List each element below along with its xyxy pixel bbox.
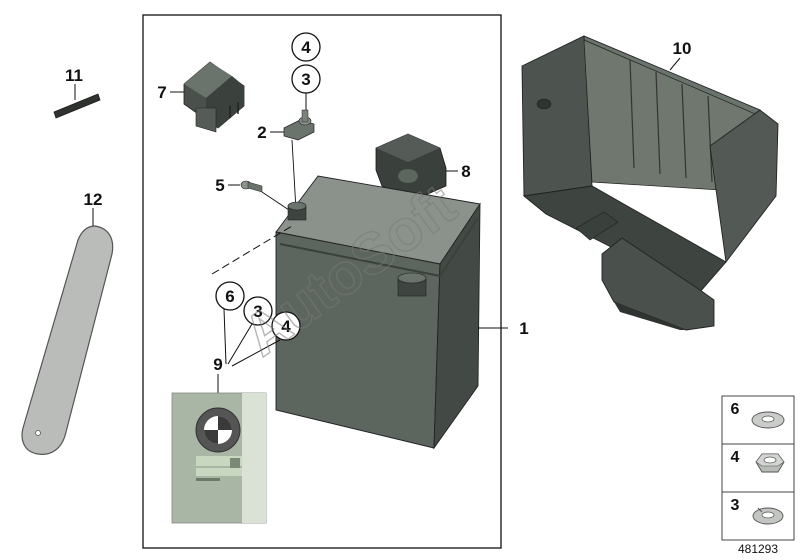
label-3-top: 3 (301, 70, 310, 89)
label-7: 7 (157, 83, 166, 102)
label-11: 11 (65, 66, 83, 85)
callout-4-top (291, 32, 321, 62)
label-3-bottom: 3 (253, 302, 262, 321)
screw-part[interactable] (240, 180, 263, 193)
label-10: 10 (673, 39, 692, 58)
strap-part[interactable] (21, 225, 114, 455)
assembly-guide-line (211, 225, 293, 275)
terminal-clamp-part[interactable] (283, 109, 315, 141)
reference-number: 481293 (738, 542, 778, 556)
callout-4-bottom (271, 311, 301, 341)
hex-nut-icon (755, 453, 785, 473)
battery-part[interactable] (275, 175, 481, 450)
label-1: 1 (519, 319, 528, 338)
label-2: 2 (257, 123, 266, 142)
terminal-cap-part[interactable] (375, 133, 447, 201)
label-9: 9 (213, 355, 222, 374)
label-6: 6 (225, 287, 234, 306)
callout-3-bottom (243, 296, 273, 326)
label-4-top: 4 (301, 38, 311, 57)
legend-label-6: 6 (731, 401, 740, 418)
label-8: 8 (461, 162, 470, 181)
label-4-bottom: 4 (281, 317, 291, 336)
legend-label-3: 3 (731, 497, 740, 514)
callout-6 (215, 281, 245, 311)
battery-label-sticker[interactable] (171, 392, 267, 524)
label-12: 12 (84, 190, 103, 209)
hardware-legend: 6 4 3 (721, 395, 795, 541)
battery-tray-part[interactable] (521, 35, 779, 331)
terminal-cover-part[interactable] (183, 61, 245, 133)
label-5: 5 (215, 176, 224, 195)
main-frame (142, 14, 502, 549)
legend-label-4: 4 (731, 449, 740, 466)
strip-part[interactable] (53, 93, 101, 119)
spring-washer-icon (752, 507, 784, 525)
washer-icon (751, 411, 785, 429)
